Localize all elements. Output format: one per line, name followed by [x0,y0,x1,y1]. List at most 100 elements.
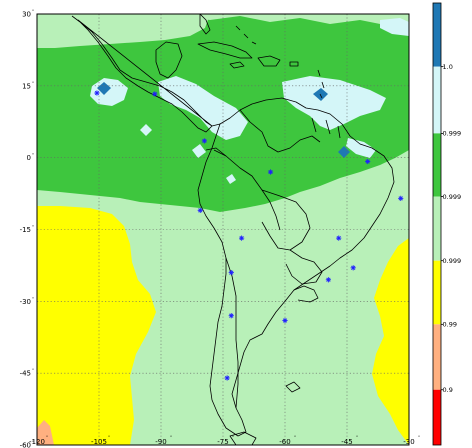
coastline-florida [199,14,211,35]
region-cyan-small-1 [140,124,152,136]
coastline-bahamas [235,25,257,45]
svg-text:°: ° [32,296,34,301]
region-cyan-small-2 [192,144,206,158]
lon-tick-label: -75 ° [217,435,234,446]
region-yellow-pacific [37,206,156,445]
coastline-mexico-central-america [71,15,221,133]
lat-tick-label: 0° [27,153,34,163]
border-guianas [311,117,341,139]
svg-text:15: 15 [22,82,31,90]
lon-tick-label: -90° [155,435,172,446]
colorbar-band [433,196,441,261]
colorbar-label: 0.9 [443,386,453,394]
colorbar-frame [432,2,442,446]
colorbar-band [433,324,441,390]
colorbar-label: 0.999 [443,193,462,201]
lon-tick-label: -60 ° [279,435,296,446]
lat-tick-label: -30° [20,296,34,306]
lat-tick-label: -60° [20,440,34,448]
lon-tick-label: -120° [29,435,48,446]
lon-tick-label: -105° [91,435,110,446]
region-cyan-caribbean [282,76,386,130]
svg-text:°: ° [32,9,34,14]
coastline-cuba [197,41,253,59]
svg-text:-45: -45 [20,370,31,378]
svg-text:°: ° [32,440,34,445]
station-marker [94,90,100,96]
station-marker [201,138,207,144]
station-marker [398,195,404,201]
region-cyan-central-america [158,76,248,140]
region-cyan-pacific [90,78,128,106]
station-marker [282,317,288,324]
svg-text:°: ° [170,435,172,440]
region-yellow-atlantic [372,238,409,445]
station-marker [228,270,234,276]
lon-tick-label: -30° [403,435,420,446]
svg-text:°: ° [32,225,34,230]
border-chile-argentina [225,257,239,409]
lat-tick-label: 30° [22,9,34,19]
station-marker [152,91,158,97]
station-marker [239,235,245,241]
colorbar-band [433,260,441,325]
lat-tick-label: -45° [20,368,34,378]
station-marker [350,265,356,271]
svg-text:-60: -60 [20,442,31,448]
lon-tick-label: -45° [341,435,358,446]
colorbar-band [433,66,441,134]
station-marker [365,158,371,165]
border-peru-brazil [213,149,281,231]
coastline-lesser-antilles [317,69,325,99]
colorbar-label: 1.0 [443,63,453,71]
coastline-jamaica [229,61,245,69]
longitude-tick-labels: -120°-105°-90°-75°-60°-45°-30° [29,435,420,446]
svg-text:°: ° [108,435,110,440]
svg-text:-75: -75 [217,438,228,446]
svg-text:30: 30 [22,11,31,19]
svg-text:°: ° [32,153,34,158]
map-frame [36,13,410,446]
svg-text:°: ° [294,435,296,440]
region-cyan-small-3 [226,174,236,184]
station-marker [267,169,274,175]
colorbar-label: 0.99 [443,321,457,329]
station-marker [336,235,342,241]
region-orange-corner [37,420,54,445]
svg-text:-30: -30 [403,438,414,446]
coastline-layer [71,14,395,445]
border-ecuador [205,147,227,157]
svg-text:-15: -15 [20,226,31,234]
region-cyan-amazon-mouth [346,138,376,158]
colorbar-band [433,133,441,197]
svg-text:°: ° [232,435,234,440]
station-marker [228,313,234,319]
svg-text:°: ° [46,435,48,440]
region-dark-blue-amazon [338,146,350,158]
border-colombia-venezuela [239,109,321,153]
lat-tick-label: 15° [22,81,34,91]
svg-text:-60: -60 [279,438,290,446]
svg-text:-120: -120 [29,438,45,446]
svg-text:-105: -105 [91,438,107,446]
map-panel [37,14,409,445]
border-paraguay [285,249,323,285]
colorbar-label: 0.999 [443,257,462,265]
border-bolivia [261,189,311,251]
station-marker [224,375,230,381]
coastline-yucatan [155,41,183,79]
region-dark-blue-pacific [97,82,111,95]
coastline-south-america [197,97,395,437]
coastline-puerto-rico [289,61,299,67]
station-marker [197,207,203,213]
lat-tick-label: -15° [20,225,34,235]
coastline-hispaniola [257,55,281,67]
region-cyan-north-strip [380,18,409,36]
svg-text:-45: -45 [341,438,352,446]
coastline-tierra-del-fuego [229,431,257,445]
station-markers [94,90,404,381]
colorbar-band [433,3,441,67]
latitude-tick-labels: 30°15°0°-15°-30°-45°-60° [20,9,34,448]
